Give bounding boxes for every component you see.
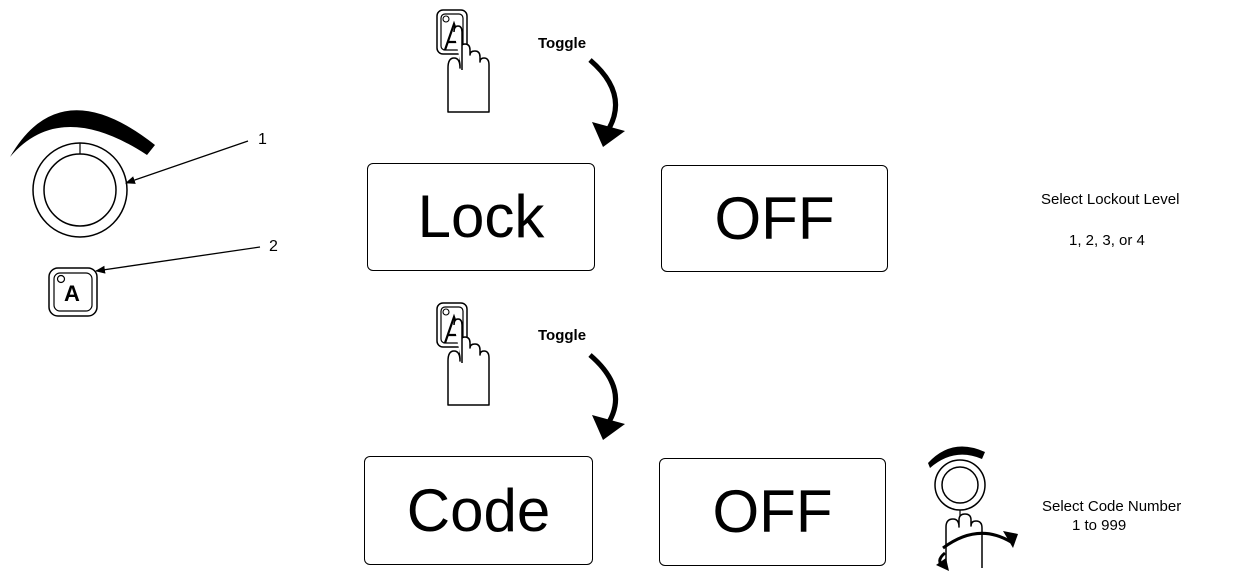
lockout-note-values: 1, 2, 3, or 4 <box>1069 232 1145 249</box>
callout-number-2: 2 <box>269 238 278 255</box>
a-button-icon <box>48 267 98 317</box>
a-button-glyph: A <box>64 281 80 306</box>
rotate-dial-icon <box>928 446 1018 571</box>
leader-line-2 <box>95 246 261 274</box>
finger-press-icon <box>436 9 490 113</box>
dial-arc-icon <box>10 110 155 157</box>
toggle-label: Toggle <box>538 327 587 344</box>
callout-number-1: 1 <box>258 131 267 148</box>
display-lock: Lock <box>367 163 595 271</box>
display-lock-value: OFF <box>661 165 888 272</box>
display-code-value: OFF <box>659 458 886 566</box>
selector-dial-icon <box>10 110 155 238</box>
toggle-arrow-icon <box>588 353 625 440</box>
finger-press-icon <box>436 302 490 406</box>
lockout-note-title: Select Lockout Level <box>1041 191 1180 208</box>
leader-line-1 <box>125 140 249 184</box>
toggle-arrow-icon <box>588 58 625 147</box>
toggle-label: Toggle <box>538 35 587 52</box>
display-code: Code <box>364 456 593 565</box>
code-note-values: 1 to 999 <box>1072 517 1127 534</box>
code-note-title: Select Code Number <box>1042 498 1182 515</box>
